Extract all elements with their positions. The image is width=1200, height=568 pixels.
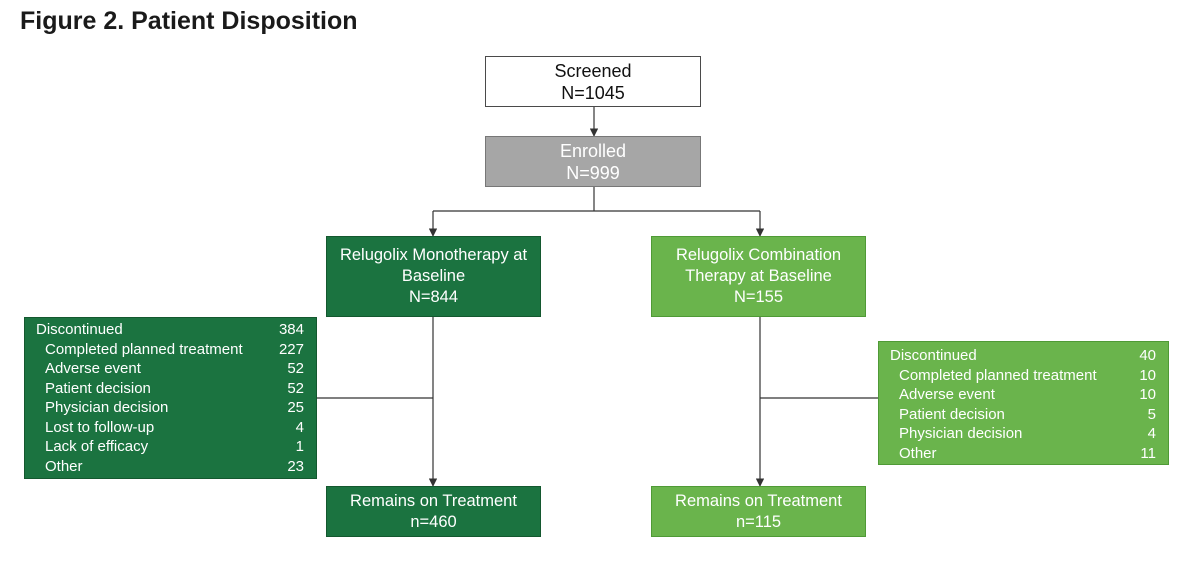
enrolled-count: N=999 bbox=[566, 162, 620, 183]
list-item: Adverse event 52 bbox=[36, 359, 304, 379]
screened-box: Screened N=1045 bbox=[485, 56, 701, 107]
enrolled-label: Enrolled bbox=[559, 140, 627, 161]
discontinued-label: Discontinued bbox=[890, 347, 977, 364]
combination-label-line1: Relugolix Combination bbox=[675, 246, 842, 264]
reason-value: 11 bbox=[1140, 444, 1156, 462]
reason-value: 227 bbox=[278, 340, 304, 358]
reason-label: Physician decision bbox=[45, 399, 169, 416]
monotherapy-label-line1: Relugolix Monotherapy at bbox=[339, 246, 528, 264]
list-item: Patient decision 52 bbox=[36, 379, 304, 399]
reason-label: Adverse event bbox=[899, 386, 995, 403]
list-item: Physician decision 25 bbox=[36, 398, 304, 418]
combination-count: N=155 bbox=[733, 288, 784, 306]
list-item: Adverse event 10 bbox=[890, 385, 1156, 405]
list-item: Physician decision 4 bbox=[890, 424, 1156, 444]
monotherapy-discontinued-box: Discontinued 384 Completed planned treat… bbox=[24, 317, 317, 479]
list-item: Other 23 bbox=[36, 457, 304, 477]
enrolled-box: Enrolled N=999 bbox=[485, 136, 701, 187]
reason-value: 10 bbox=[1139, 366, 1156, 384]
monotherapy-box: Relugolix Monotherapy at Baseline N=844 bbox=[326, 236, 541, 317]
monotherapy-count: N=844 bbox=[408, 288, 459, 306]
discontinued-label: Discontinued bbox=[36, 321, 123, 338]
screened-count: N=1045 bbox=[561, 82, 625, 103]
reason-label: Patient decision bbox=[45, 379, 151, 397]
list-item: Completed planned treatment 10 bbox=[890, 366, 1156, 386]
reason-value: 52 bbox=[287, 360, 304, 377]
reason-label: Adverse event bbox=[45, 360, 141, 377]
reason-label: Lost to follow-up bbox=[45, 418, 155, 436]
combination-remains-label: Remains on Treatment bbox=[675, 491, 842, 510]
reason-value: 25 bbox=[287, 399, 304, 416]
list-item: Patient decision 5 bbox=[890, 405, 1156, 425]
reason-label: Other bbox=[45, 457, 83, 475]
reason-value: 1 bbox=[295, 438, 304, 455]
reason-label: Completed planned treatment bbox=[45, 340, 243, 358]
reason-value: 23 bbox=[287, 457, 304, 475]
screened-label: Screened bbox=[554, 60, 632, 81]
reason-value: 4 bbox=[295, 418, 304, 436]
reason-value: 5 bbox=[1147, 405, 1156, 423]
monotherapy-remains-label: Remains on Treatment bbox=[350, 491, 517, 510]
list-item: Completed planned treatment 227 bbox=[36, 340, 304, 360]
list-item: Lost to follow-up 4 bbox=[36, 418, 304, 438]
monotherapy-remains-count: n=460 bbox=[410, 512, 457, 531]
list-item: Other 11 bbox=[890, 444, 1156, 464]
reason-label: Patient decision bbox=[899, 405, 1005, 423]
monotherapy-remains-box: Remains on Treatment n=460 bbox=[326, 486, 541, 537]
reason-label: Lack of efficacy bbox=[45, 438, 149, 455]
reason-label: Other bbox=[899, 444, 937, 462]
discontinued-value: 40 bbox=[1139, 347, 1156, 364]
reason-value: 52 bbox=[287, 379, 304, 397]
reason-value: 10 bbox=[1139, 386, 1156, 403]
reason-label: Physician decision bbox=[899, 425, 1023, 442]
list-item: Lack of efficacy 1 bbox=[36, 437, 304, 457]
reason-label: Completed planned treatment bbox=[899, 366, 1097, 384]
combination-label-line2: Therapy at Baseline bbox=[685, 267, 832, 285]
combination-box: Relugolix Combination Therapy at Baselin… bbox=[651, 236, 866, 317]
reason-value: 4 bbox=[1147, 425, 1156, 442]
combination-remains-count: n=115 bbox=[735, 512, 782, 531]
discontinued-value: 384 bbox=[278, 321, 304, 338]
monotherapy-label-line2: Baseline bbox=[401, 267, 466, 285]
list-item: Discontinued 40 bbox=[890, 346, 1156, 366]
list-item: Discontinued 384 bbox=[36, 320, 304, 340]
figure-title: Figure 2. Patient Disposition bbox=[20, 7, 358, 35]
combination-discontinued-box: Discontinued 40 Completed planned treatm… bbox=[878, 341, 1169, 465]
combination-remains-box: Remains on Treatment n=115 bbox=[651, 486, 866, 537]
